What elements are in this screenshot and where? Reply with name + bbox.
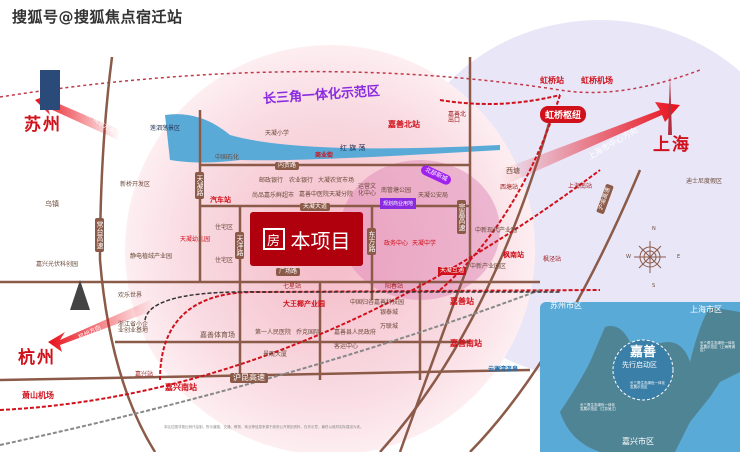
poi-residential-1: 住宅区 — [215, 224, 234, 231]
poi-liansi[interactable]: 莲泗荡景区 — [150, 125, 181, 132]
road-zongjia: 宗嘉高速 — [457, 200, 466, 234]
arrow-hangzhou — [48, 300, 155, 352]
tianning-interchange: 天凝互通 — [438, 267, 467, 275]
inset-regions — [560, 307, 740, 452]
poi-kindergarten[interactable]: 天凝幼儿园 — [180, 236, 211, 243]
hongqiao-hub[interactable]: 虹桥枢纽 — [540, 106, 587, 123]
inset-shanghai: 上海市区 — [690, 305, 722, 314]
poi-bus-station[interactable]: 汽车站 — [210, 196, 231, 204]
lake-hongqi: 红 旗 荡 — [340, 144, 366, 152]
inset-zone-right: 长三角生态绿色一体化发展示范区（上海青浦区） — [700, 341, 735, 352]
poi-wanlian[interactable]: 万联城 — [380, 323, 399, 330]
poi-jingguan-tower[interactable]: 景观大厦 — [263, 351, 288, 358]
poi-qiaoke[interactable]: 乔克国际 — [296, 329, 321, 336]
poi-county-gov[interactable]: 嘉善县人民政府 — [334, 329, 377, 336]
inset-zone-left: 长三角生态绿色一体化发展示范区（江苏吴江） — [580, 403, 619, 411]
poi-happy-world[interactable]: 欢乐世界 — [118, 292, 143, 299]
poi-first-hospital[interactable]: 第一人民医院 — [255, 329, 292, 336]
project-label: 本项目 — [290, 228, 351, 253]
poi-agri-bank[interactable]: 农业银行 — [289, 177, 314, 184]
poi-police[interactable]: 天凝公安局 — [418, 192, 449, 199]
station-jiashan-north-exit: 嘉善北出口 — [448, 111, 467, 124]
station-qixing: 七星站 — [283, 283, 302, 290]
station-fengjing: 枫泾站 — [543, 256, 562, 263]
poi-commercial-street[interactable]: 商业街 — [315, 152, 334, 159]
poi-gov-center[interactable]: 政务中心 — [384, 240, 409, 247]
compass-w: W — [626, 254, 631, 260]
compass-e: E — [677, 254, 681, 260]
pagoda-icon — [70, 280, 90, 310]
inset-jiashan-sub: 先行启动区 — [622, 361, 657, 369]
city-shanghai: 上海 — [653, 135, 691, 155]
station-jiaxing: 嘉兴站 — [135, 371, 154, 378]
project-marker[interactable]: 房 本项目 — [250, 212, 363, 266]
poi-sme-base[interactable]: 浙江省小企业创业基地 — [118, 321, 149, 334]
poi-tianning-middle[interactable]: 天凝中学 — [412, 240, 437, 247]
station-hongqiao-airport[interactable]: 虹桥机场 — [581, 76, 613, 85]
poi-yunlanwan[interactable]: 云澜湾温泉 — [488, 366, 519, 373]
lake — [165, 114, 500, 163]
inset-map: 苏州市区 上海市区 嘉兴市区 嘉善 先行启动区 长三角生态绿色一体化发展示范区（… — [540, 302, 740, 452]
poi-pv-park[interactable]: 嘉兴光伏科创园 — [36, 261, 79, 268]
poi-tcm-hospital[interactable]: 嘉善中医院天凝分院 — [299, 191, 354, 198]
poi-dawangye-park[interactable]: 大王椰产业园 — [283, 300, 325, 308]
road-neijia: 内贾路 — [275, 162, 300, 170]
road-guangchang: 广场路 — [276, 268, 301, 276]
poi-stadium[interactable]: 嘉善体育场 — [200, 331, 235, 339]
station-xitang: 西塘站 — [500, 184, 519, 191]
poi-zhongxin-park[interactable]: 中新现代产业园 — [475, 227, 518, 234]
poi-sinopec[interactable]: 中国石化 — [215, 154, 240, 161]
inset-zone-center: 长三角生态绿色一体化发展示范区 — [630, 381, 665, 389]
poi-market[interactable]: 大凝农贸市场 — [318, 177, 355, 184]
road-changtai: 常台高速 — [95, 218, 104, 252]
inset-jiaxing: 嘉兴市区 — [622, 437, 654, 446]
xiaoshan-airport[interactable]: 萧山机场 — [22, 391, 54, 400]
poi-disney[interactable]: 迪士尼度假区 — [686, 178, 723, 185]
poi-wuzhen[interactable]: 乌镇 — [45, 200, 59, 208]
poi-tianning-primary[interactable]: 天凝小学 — [265, 130, 290, 137]
poi-residential-2: 住宅区 — [215, 257, 234, 264]
road-tianning-lu: 天凝路 — [195, 172, 204, 199]
poi-supermarket[interactable]: 尚品嘉乐鲜超市 — [252, 192, 295, 199]
road-tianning-dadao: 天凝大道 — [300, 203, 331, 211]
city-hangzhou: 杭州 — [18, 348, 56, 368]
watermark: 搜狐号@搜狐焦点宿迁站 — [12, 8, 183, 26]
station-shanghai-south: 上海南站 — [568, 183, 593, 190]
station-jiashan-north[interactable]: 嘉善北站 — [388, 120, 420, 129]
station-jiaxing-south[interactable]: 嘉兴南站 — [165, 383, 197, 392]
road-dongfang: 东方路 — [367, 228, 376, 255]
pearl-tower-icon — [668, 75, 672, 135]
disclaimer: 本区位图非按比例尺绘制，所示道路、交通、教育、商业等信息来源于政府公开规划资料，… — [164, 425, 364, 429]
inset-suzhou: 苏州市区 — [550, 302, 582, 310]
station-fengnan[interactable]: 枫南站 — [503, 251, 524, 259]
station-jiashan-south[interactable]: 嘉善南站 — [450, 339, 482, 348]
poi-culture-center[interactable]: 运营文化中心 — [358, 183, 377, 197]
poi-nanguantang-park[interactable]: 南管塘公园 — [381, 187, 412, 194]
poi-guigu-park[interactable]: 中国归谷嘉善科技园 — [350, 299, 405, 306]
inset-jiashan-title: 嘉善 — [630, 345, 657, 360]
road-tianyang: 天洋路 — [235, 232, 244, 259]
road-hukun: 沪昆高速 — [230, 373, 268, 383]
compass-s: S — [652, 283, 656, 289]
poi-electrostatic-park[interactable]: 静电植绒产业园 — [130, 253, 173, 260]
station-yangchun: 阳春站 — [385, 283, 404, 290]
poi-bus-terminal[interactable]: 客运中心 — [334, 343, 359, 350]
poi-yintai[interactable]: 银泰城 — [380, 309, 399, 316]
arrow-shanghai — [500, 102, 680, 185]
city-suzhou: 苏州 — [24, 115, 62, 135]
poi-xinqiao[interactable]: 新桥开发区 — [120, 181, 151, 188]
compass-rose — [634, 241, 666, 273]
poi-planned-commercial: 规划商业用地 — [380, 198, 417, 209]
compass-n: N — [652, 226, 656, 232]
poi-postal-bank[interactable]: 邮政银行 — [259, 177, 284, 184]
poi-zhongxin-area[interactable]: 中新产业园区 — [470, 263, 507, 270]
project-logo: 房 — [262, 228, 285, 250]
station-jiashan[interactable]: 嘉善站 — [450, 297, 474, 306]
poi-xitang[interactable]: 西塘 — [506, 167, 520, 175]
station-hongqiao[interactable]: 虹桥站 — [540, 76, 564, 85]
jeans-icon — [40, 70, 60, 110]
